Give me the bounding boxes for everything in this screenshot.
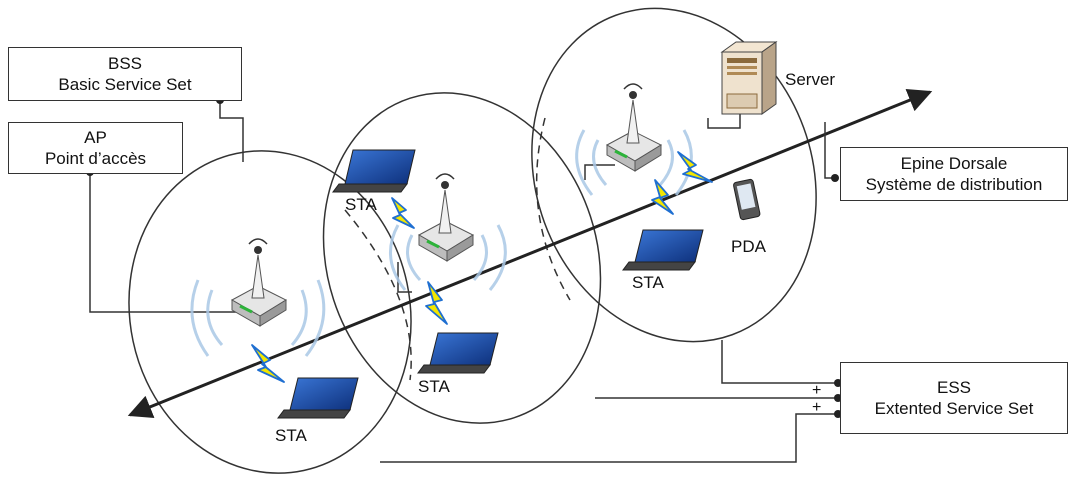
pda-icon	[733, 178, 761, 221]
plus-sign-1: +	[812, 382, 821, 399]
sta-label: STA	[275, 426, 307, 445]
bss-title: BSS	[107, 54, 143, 73]
access-point-icon	[417, 173, 475, 262]
overlap-arc-2	[535, 117, 571, 301]
ap-title: AP	[84, 128, 107, 147]
lightning-icon	[251, 344, 285, 383]
ess-subtitle: Extented Service Set	[874, 399, 1034, 418]
backbone-subtitle: Système de distribution	[865, 175, 1043, 194]
server-icon	[720, 41, 778, 115]
overlap-arc-1	[344, 209, 412, 381]
ess-title: ESS	[936, 378, 972, 397]
laptop-icon	[332, 149, 416, 193]
wireless-link-icons	[251, 151, 713, 383]
bss-label-box: BSS Basic Service Set	[8, 47, 242, 101]
backbone-arrow	[127, 88, 933, 419]
bss-subtitle: Basic Service Set	[58, 75, 192, 94]
ap-label-box: AP Point d’accès	[8, 122, 183, 174]
lightning-icon	[391, 197, 415, 229]
backbone-label-box: Epine Dorsale Système de distribution	[840, 147, 1068, 201]
access-point-icon	[605, 83, 663, 172]
laptop-icon	[622, 229, 704, 271]
lightning-icon	[677, 151, 713, 183]
laptop-icon	[277, 377, 359, 419]
access-point-icon	[230, 238, 288, 327]
backbone-title: Epine Dorsale	[900, 154, 1008, 173]
ess-label-box: ESS Extented Service Set	[840, 362, 1068, 434]
sta-label: STA	[345, 195, 377, 214]
lightning-icon	[651, 179, 674, 215]
bss-cell-3	[531, 7, 817, 343]
plus-sign-2: +	[812, 399, 821, 416]
sta-label: STA	[418, 377, 450, 396]
sta-label: STA	[632, 273, 664, 292]
laptop-icon	[417, 332, 499, 374]
ap-subtitle: Point d’accès	[44, 149, 147, 168]
connector-lines	[89, 100, 838, 463]
pda-label: PDA	[731, 237, 766, 256]
lightning-icon	[425, 281, 448, 325]
server-label: Server	[785, 70, 836, 89]
